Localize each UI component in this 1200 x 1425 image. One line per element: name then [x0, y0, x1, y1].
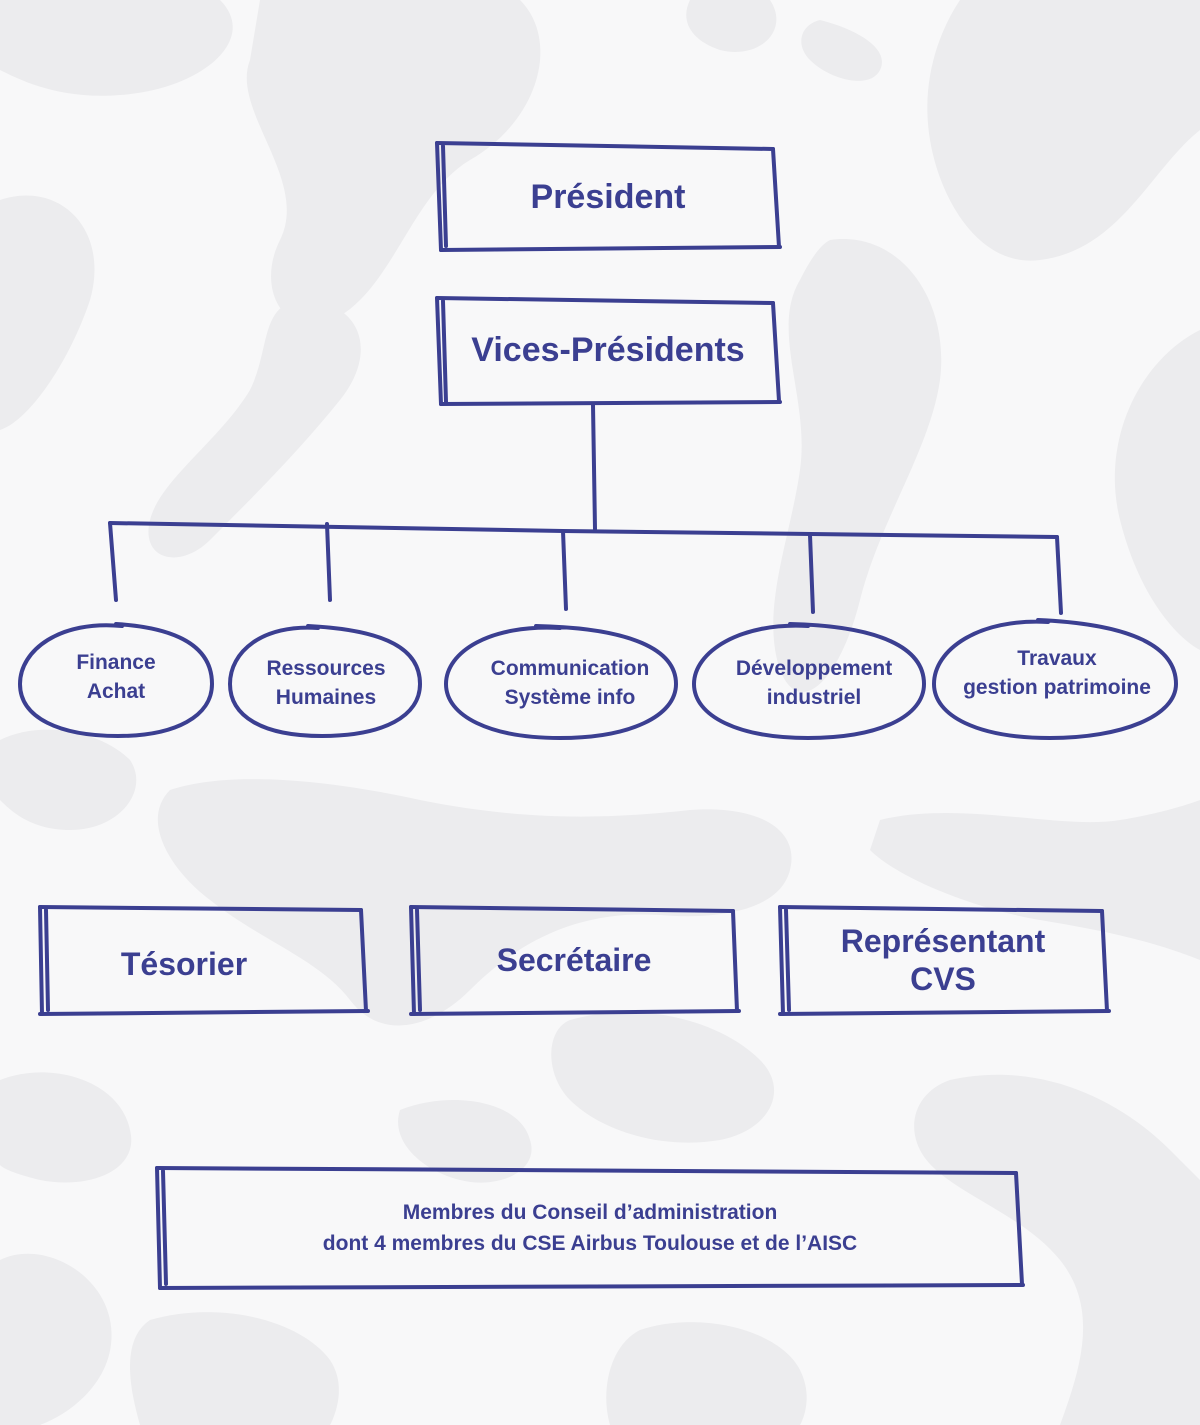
- secretaire-box: Secrétaire: [414, 910, 734, 1010]
- department-line2: gestion patrimoine: [963, 676, 1151, 699]
- department-ressources-humaines: Ressources Humaines: [230, 640, 422, 726]
- department-finance-achat: Finance Achat: [20, 634, 212, 720]
- department-developpement-industriel: Développement industriel: [694, 640, 934, 726]
- department-travaux-gestion-patrimoine: Travaux gestion patrimoine: [934, 630, 1180, 716]
- department-line2: industriel: [766, 686, 862, 709]
- vice-presidents-label: Vices-Présidents: [471, 331, 745, 369]
- president-label: Président: [530, 178, 686, 216]
- membres-conseil-box: Membres du Conseil d’administration dont…: [160, 1172, 1020, 1284]
- president-box-frame: [435, 141, 782, 252]
- vice-presidents-box-frame: [435, 296, 782, 406]
- department-line2: Système info: [504, 686, 636, 709]
- secretaire-label: Secrétaire: [496, 942, 652, 978]
- department-line1: Finance: [76, 651, 156, 674]
- department-line1: Ressources: [266, 657, 386, 680]
- department-line1: Travaux: [1017, 647, 1097, 670]
- president-box: Président: [440, 146, 776, 248]
- department-communication-systeme-info: Communication Système info: [446, 640, 694, 726]
- department-line2: Achat: [86, 680, 146, 703]
- tresorier-box-frame: [38, 905, 370, 1016]
- org-connectors: [108, 403, 1063, 615]
- secretaire-box-frame: [409, 905, 741, 1016]
- membres-line1: Membres du Conseil d’administration: [402, 1201, 778, 1224]
- membres-line2: dont 4 membres du CSE Airbus Toulouse et…: [322, 1232, 858, 1255]
- representant-line2: CVS: [910, 961, 976, 997]
- representant-box-frame: [778, 905, 1111, 1016]
- membres-box-frame: [155, 1166, 1025, 1290]
- representant-line1: Représentant: [840, 923, 1046, 959]
- tresorier-box: Tésorier: [42, 912, 326, 1016]
- tresorier-label: Tésorier: [120, 946, 248, 982]
- department-line2: Humaines: [275, 686, 377, 709]
- vice-presidents-box: Vices-Présidents: [440, 300, 776, 400]
- department-ellipses: [18, 618, 1178, 740]
- department-line1: Communication: [490, 657, 650, 680]
- representant-cvs-box: Représentant CVS: [783, 910, 1103, 1010]
- department-line1: Développement: [735, 657, 893, 680]
